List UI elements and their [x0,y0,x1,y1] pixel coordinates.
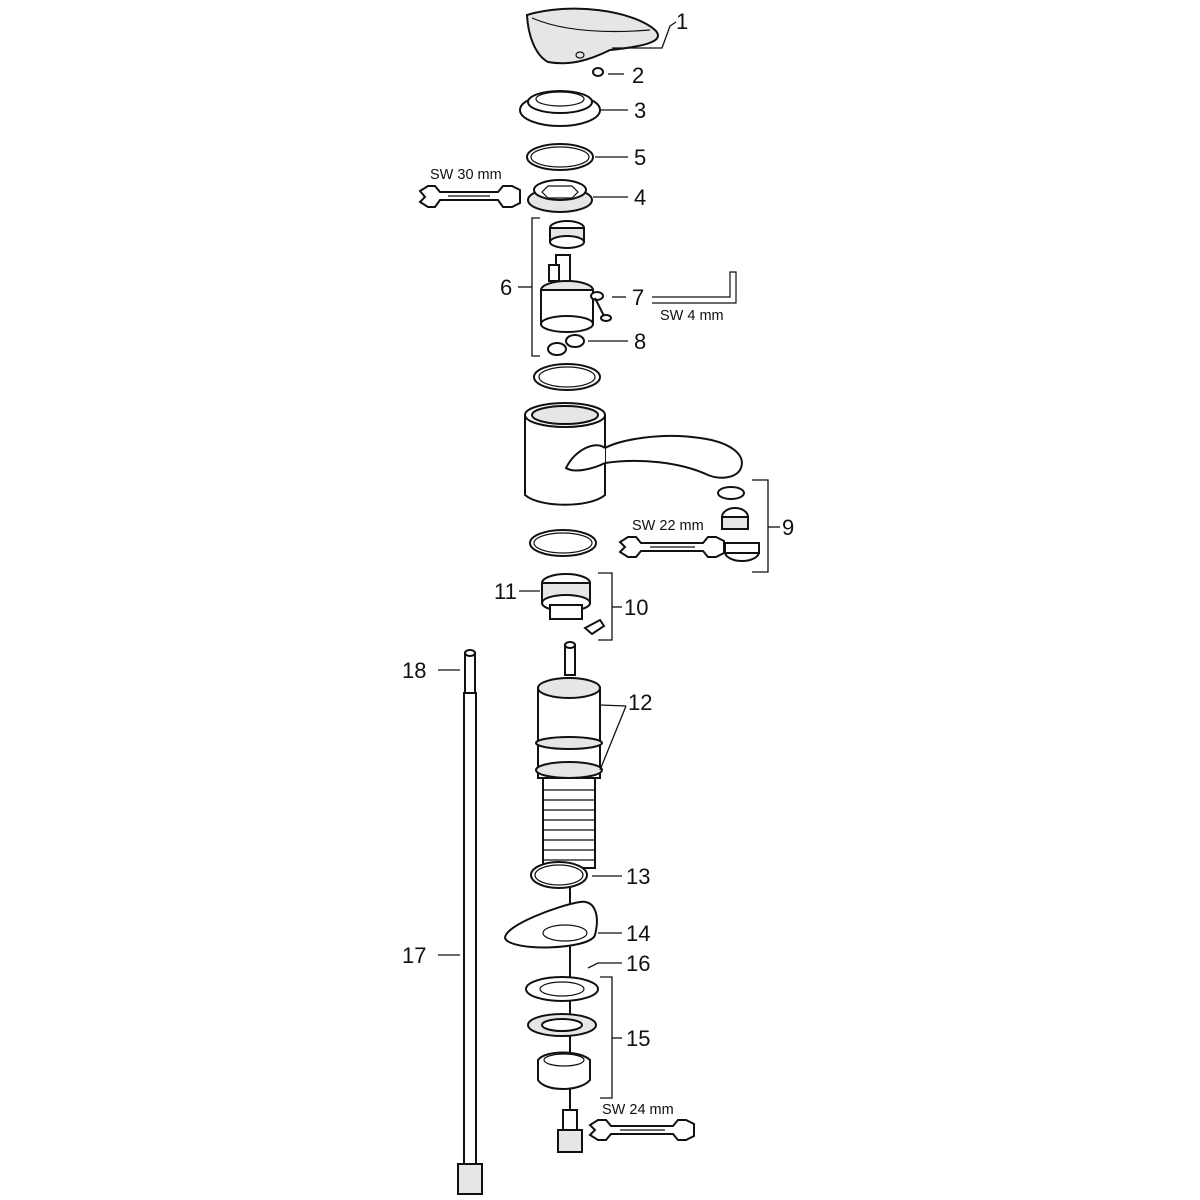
leader-12 [599,704,627,771]
callout-5: 5 [634,145,646,170]
part-4-locking-nut [527,179,593,213]
label-sw22: SW 22 mm [632,518,704,534]
part-18-hose-fitting [464,649,476,694]
callout-14: 14 [626,921,650,946]
callout-9: 9 [782,515,794,540]
callout-3: 3 [634,98,646,123]
part-13-o-ring [530,861,588,889]
cartridge-gasket [533,363,601,391]
callout-18: 18 [402,658,426,683]
callout-8: 8 [634,329,646,354]
label-sw24: SW 24 mm [602,1102,674,1118]
part-7-screw [590,291,612,322]
callout-13: 13 [626,864,650,889]
bracket-10 [598,572,613,641]
callout-10: 10 [624,595,648,620]
part-15-washers-and-nut [525,976,599,1090]
part-2-set-screw [592,67,604,77]
callout-4: 4 [634,185,646,210]
bracket-9 [752,479,769,573]
body-o-ring [529,529,597,557]
part-3-cover-cap [519,90,601,127]
callout-12: 12 [628,690,652,715]
part-5-o-ring [526,143,594,171]
label-sw30: SW 30 mm [430,167,502,183]
part-10-clip [583,618,606,636]
wrench-sw30-icon [418,185,521,208]
callout-15: 15 [626,1026,650,1051]
callout-6: 6 [500,275,512,300]
part-8-small-o-rings [547,334,585,356]
callout-17: 17 [402,943,426,968]
part-14-stabilizer-plate [503,900,598,949]
part-11-diverter [541,573,591,620]
callout-1: 1 [676,9,688,34]
part-12-threaded-shank [535,641,603,869]
part-9-aerator-set [717,486,760,562]
part-1-lever-handle [525,7,659,65]
callout-7: 7 [632,285,644,310]
bracket-6 [531,217,540,357]
callout-16: 16 [626,951,650,976]
leader-16 [587,962,622,969]
wrench-sw24-icon [588,1119,695,1141]
center-hose-connector [557,1109,583,1153]
wrench-sw22-icon [618,536,725,558]
part-17-flexible-hose [457,692,483,1195]
leader-1 [612,21,677,49]
part-6-cartridge [540,220,594,333]
callout-11: 11 [494,579,517,604]
hex-key-sw4-icon [652,271,737,304]
label-sw4: SW 4 mm [660,308,724,324]
callout-2: 2 [632,63,644,88]
faucet-body-with-spout [524,402,743,506]
bracket-15 [600,976,613,1099]
